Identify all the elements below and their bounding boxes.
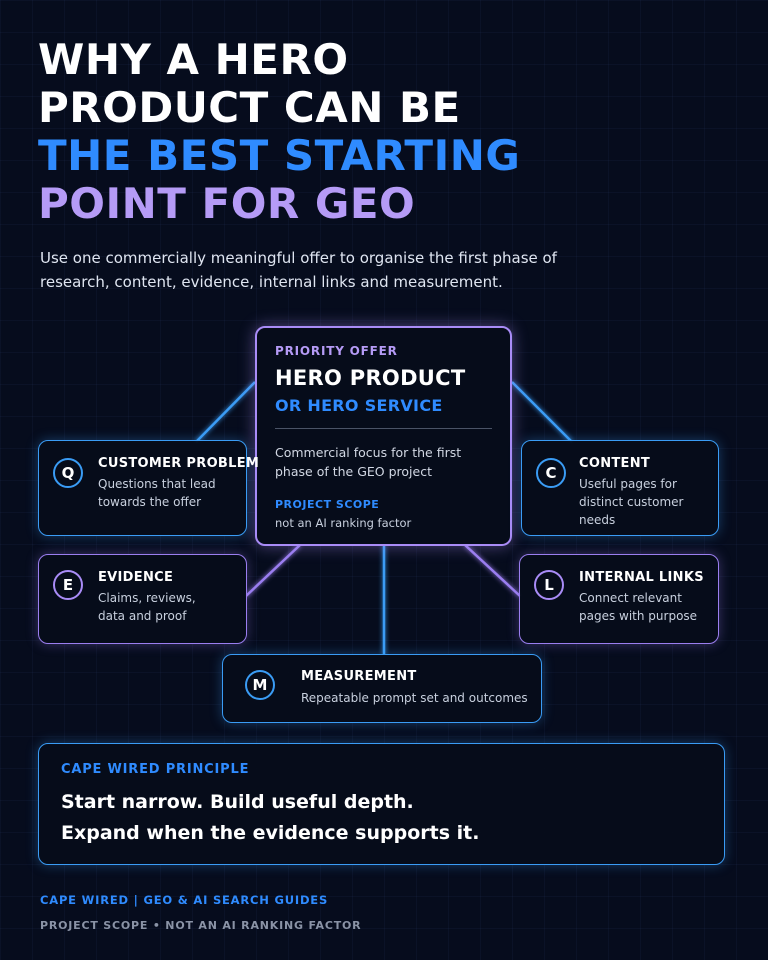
evidence-body: Claims, reviews, data and proof	[98, 591, 196, 623]
project-scope-value: not an AI ranking factor	[275, 516, 412, 530]
page-title: WHY A HERO PRODUCT CAN BE THE BEST START…	[38, 36, 520, 228]
evidence-badge-icon: E	[53, 570, 83, 600]
footer-brand: CAPE WIRED | GEO & AI SEARCH GUIDES	[40, 893, 329, 907]
priority-offer-label: PRIORITY OFFER	[275, 344, 398, 358]
project-scope-label: PROJECT SCOPE	[275, 498, 380, 511]
customer-problem-card: Q CUSTOMER PROBLEM Questions that lead t…	[38, 440, 259, 536]
internal-links-card: L INTERNAL LINKS Connect relevant pages …	[519, 554, 719, 644]
customer-problem-body: Questions that lead towards the offer	[98, 477, 216, 509]
principle-box: CAPE WIRED PRINCIPLE Start narrow. Build…	[38, 743, 725, 865]
principle-label: CAPE WIRED PRINCIPLE	[61, 762, 250, 777]
measurement-badge-icon: M	[245, 670, 275, 700]
evidence-card: E EVIDENCE Claims, reviews, data and pro…	[38, 554, 247, 644]
footer-note: PROJECT SCOPE • NOT AN AI RANKING FACTOR	[40, 919, 362, 932]
hero-divider	[275, 428, 492, 429]
page-subtitle: Use one commercially meaningful offer to…	[40, 249, 557, 291]
internal-links-badge-icon: L	[534, 570, 564, 600]
hero-description: Commercial focus for the first phase of …	[275, 445, 462, 479]
principle-line-2: Expand when the evidence supports it.	[61, 822, 480, 844]
title-line-2: PRODUCT CAN BE	[38, 83, 461, 132]
customer-problem-title: CUSTOMER PROBLEM	[98, 456, 260, 471]
measurement-body: Repeatable prompt set and outcomes	[301, 691, 528, 705]
connector-internal-links	[464, 544, 521, 597]
hero-service-subtitle: OR HERO SERVICE	[275, 396, 443, 415]
internal-links-body: Connect relevant pages with purpose	[579, 591, 698, 623]
measurement-title: MEASUREMENT	[301, 669, 417, 684]
content-title: CONTENT	[579, 456, 651, 471]
evidence-title: EVIDENCE	[98, 570, 174, 585]
hero-offer-card: PRIORITY OFFER HERO PRODUCT OR HERO SERV…	[255, 326, 512, 546]
connector-content	[511, 381, 573, 443]
content-body: Useful pages for distinct customer needs	[579, 477, 684, 527]
content-card: C CONTENT Useful pages for distinct cust…	[521, 440, 719, 536]
hero-product-title: HERO PRODUCT	[275, 366, 466, 390]
measurement-card: M MEASUREMENT Repeatable prompt set and …	[222, 654, 542, 723]
title-line-4: POINT FOR GEO	[38, 179, 416, 228]
principle-line-1: Start narrow. Build useful depth.	[61, 791, 414, 813]
internal-links-title: INTERNAL LINKS	[579, 570, 704, 585]
content-badge-icon: C	[536, 458, 566, 488]
connector-customer-problem	[195, 381, 256, 443]
title-line-1: WHY A HERO	[38, 35, 349, 84]
connector-evidence	[245, 544, 301, 597]
customer-problem-badge-icon: Q	[53, 458, 83, 488]
title-line-3: THE BEST STARTING	[38, 131, 521, 180]
